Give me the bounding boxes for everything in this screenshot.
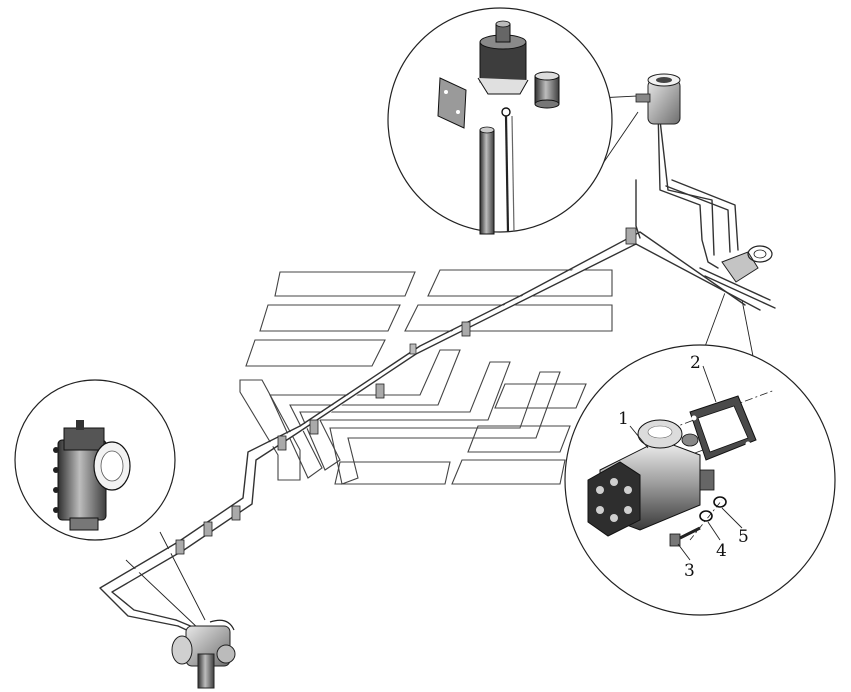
detail-bubble-steering-pump: 1 2 3 4 5 [564,344,836,616]
ghost-bar-7 [467,425,571,453]
detail-bubble-steering-gear [14,379,176,541]
callout-5: 5 [738,527,749,547]
suction-tube [479,126,495,235]
ghost-chevron-left [239,379,301,481]
ghost-bar-3 [245,339,386,367]
dipstick-rod [504,115,515,233]
ghost-chevron-mid-2 [299,361,511,471]
ghost-chevron-mid-3 [329,371,561,485]
gasket-plate [437,77,467,129]
callout-2: 2 [690,353,701,373]
pump-mounting-bracket [721,245,773,283]
pump-gasket [689,395,757,461]
steering-pump-body [587,419,715,537]
ghost-bar-1 [274,271,416,297]
ghost-bar-9 [334,461,451,485]
pump-bolt [669,526,701,547]
detail-bubble-reservoir-parts [387,7,613,235]
steering-gear-assembly [171,619,236,689]
ghost-bar-8 [451,459,566,485]
ghost-bar-6 [494,383,587,409]
oil-reservoir [635,73,681,125]
solenoid-part [477,20,529,95]
pump-o-ring [713,496,727,508]
ghost-chevron-mid-1 [269,349,461,479]
background-chevron-pattern [239,269,613,485]
pipe-clamp [175,227,637,555]
callout-3: 3 [684,561,695,581]
filter-cartridge [534,71,560,109]
callout-4: 4 [716,541,727,561]
ghost-bar-5 [404,304,613,332]
ghost-bar-4 [427,269,613,297]
callout-leaders [629,365,743,561]
callout-1: 1 [618,409,629,429]
pump-washer [699,510,713,522]
ghost-bar-2 [259,304,401,332]
steering-gear-closeup [53,420,131,531]
